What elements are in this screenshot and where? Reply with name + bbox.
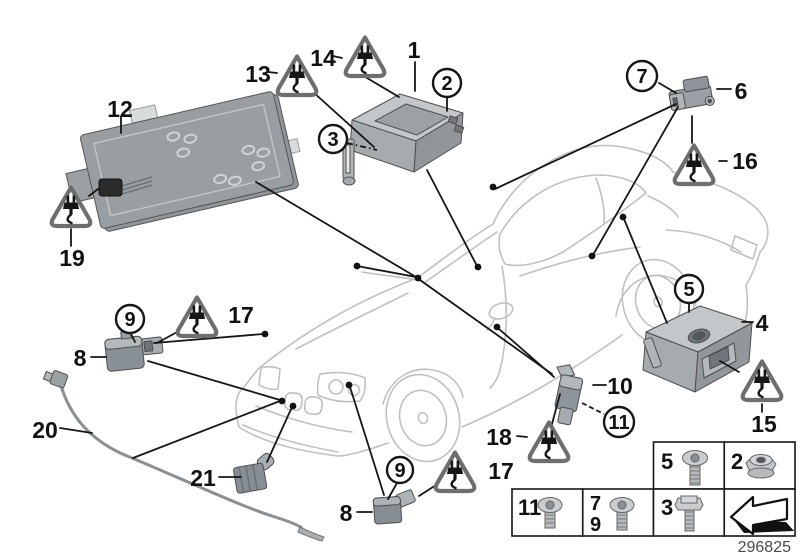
part-label-4[interactable]: 4 (756, 310, 769, 336)
part-label-13[interactable]: 13 (245, 61, 271, 87)
legend-cell-5 (652, 441, 726, 490)
left-headlight (258, 366, 281, 391)
svg-text:5: 5 (683, 279, 694, 301)
part-label-14[interactable]: 14 (310, 45, 336, 71)
circled-label-7[interactable]: 7 (625, 59, 659, 93)
svg-text:9: 9 (124, 309, 135, 331)
svg-text:2: 2 (441, 73, 452, 95)
legend-label-7: 7 (590, 493, 601, 515)
part-label-10[interactable]: 10 (607, 373, 633, 399)
circled-label-2[interactable]: 2 (431, 67, 463, 99)
circled-label-3[interactable]: 3 (317, 123, 349, 155)
hex-flange-bolt-icon (674, 495, 704, 532)
circled-label-9b[interactable]: 9 (385, 455, 415, 485)
part-label-17a[interactable]: 17 (228, 302, 254, 328)
svg-text:11: 11 (608, 412, 629, 434)
part-label-21[interactable]: 21 (190, 465, 216, 491)
front-impact-sensor (233, 452, 275, 494)
svg-text:7: 7 (636, 66, 647, 88)
kidney-grille-right (303, 396, 323, 416)
warning-plug-triangle-14 (346, 38, 385, 77)
mounting-point-dots (261, 183, 627, 410)
part-label-15[interactable]: 15 (751, 411, 777, 437)
diagram-number: 296825 (738, 539, 791, 556)
part-label-18[interactable]: 18 (486, 424, 512, 450)
legend-label-11: 11 (518, 495, 541, 520)
rear-control-module (642, 305, 753, 393)
door-mirror (488, 302, 514, 320)
right-headlight (316, 371, 367, 403)
part-label-1[interactable]: 1 (408, 37, 421, 63)
part-label-12[interactable]: 12 (107, 96, 133, 122)
warning-plug-triangle-17a (178, 298, 217, 337)
front-wheel (385, 373, 461, 463)
warning-plug-triangle-16 (675, 146, 714, 185)
part-label-19[interactable]: 19 (59, 245, 85, 271)
circled-label-5[interactable]: 5 (673, 273, 705, 305)
warning-plug-triangle-18 (530, 423, 569, 462)
side-impact-sensor-lower (372, 489, 416, 525)
torx-screw-long-icon (682, 450, 708, 486)
part-label-17b[interactable]: 17 (488, 458, 514, 484)
circled-label-11[interactable]: 11 (602, 405, 636, 439)
part-label-8a[interactable]: 8 (74, 345, 87, 371)
flange-nut-icon (745, 454, 777, 479)
legend-label-3: 3 (661, 495, 673, 520)
warning-plug-triangle-15 (743, 362, 782, 401)
leader-lines (59, 55, 763, 513)
door-impact-sensor (554, 364, 584, 426)
direction-arrow-icon (729, 495, 794, 536)
legend-label-2: 2 (731, 449, 743, 474)
impact-sensor-wire (42, 370, 325, 542)
side-impact-sensor-front-left (104, 330, 164, 372)
svg-text:3: 3 (327, 129, 338, 151)
mat-connector (98, 176, 153, 197)
part-label-8b[interactable]: 8 (340, 500, 353, 526)
legend-label-9: 9 (590, 514, 601, 536)
airbag-control-module (342, 93, 465, 186)
torx-screw-short-icon (537, 497, 563, 529)
part-label-20[interactable]: 20 (32, 417, 58, 443)
seat-occupancy-sensor-mat (65, 91, 301, 232)
circled-label-9a[interactable]: 9 (114, 303, 146, 335)
torx-screw-medium-icon (609, 497, 635, 531)
part-label-16[interactable]: 16 (732, 148, 758, 174)
part-label-6[interactable]: 6 (735, 78, 748, 104)
legend-label-5: 5 (661, 449, 673, 474)
car-outline (235, 144, 769, 463)
legend-table: 5 2 11 7 9 3 (511, 441, 796, 537)
rear-impact-sensor (668, 75, 715, 111)
svg-text:9: 9 (394, 460, 405, 482)
